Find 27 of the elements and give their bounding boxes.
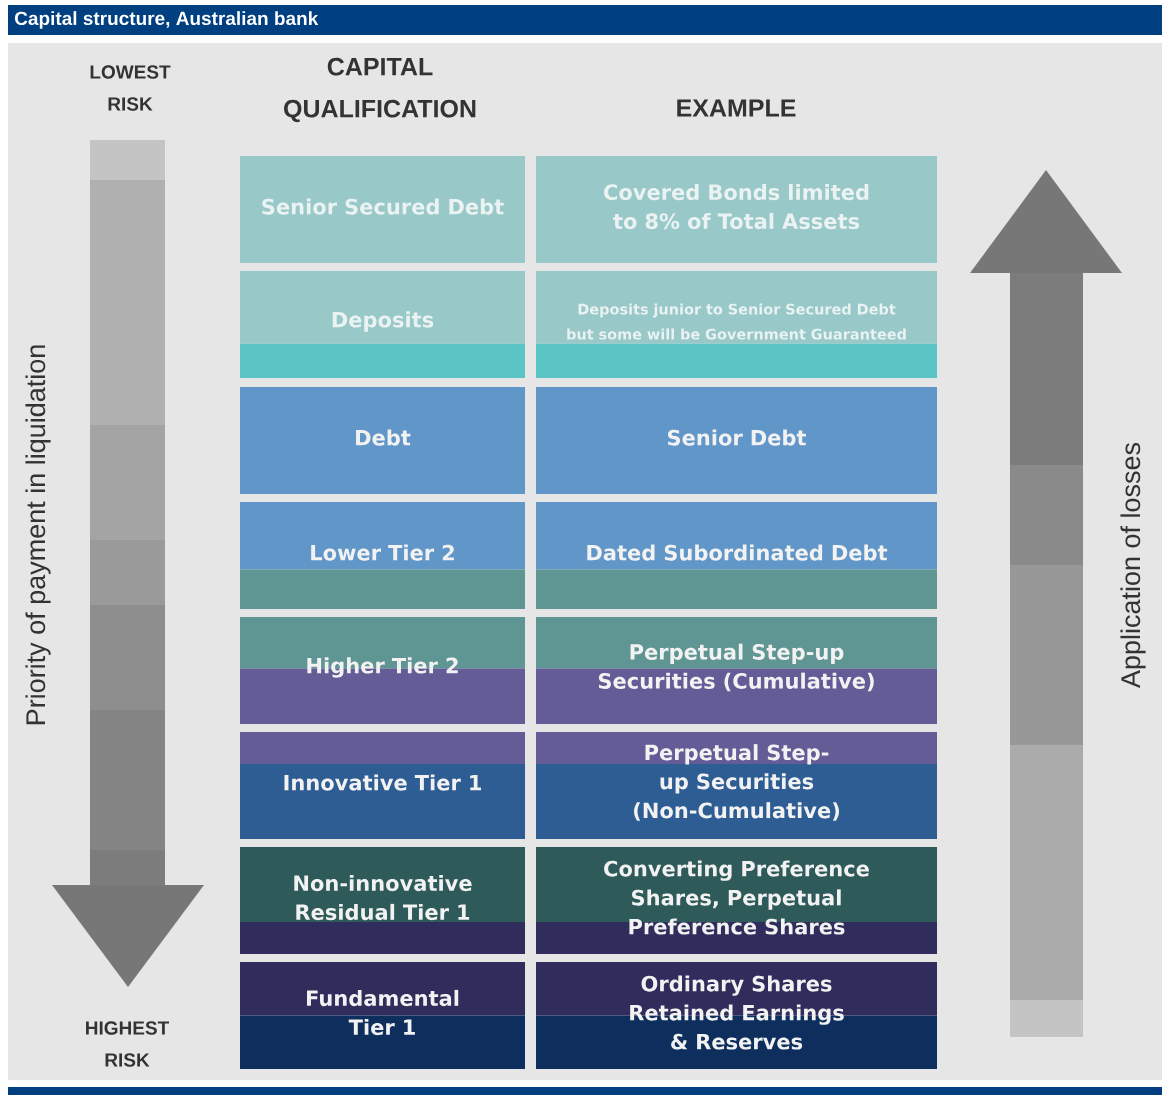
example-box: Senior Debt bbox=[536, 387, 937, 494]
tier-box: Debt bbox=[240, 387, 525, 494]
tier-box: Fundamental Tier 1 bbox=[240, 962, 525, 1069]
example-box: Converting Preference Shares, Perpetual Preference Shares bbox=[536, 847, 937, 954]
tier-box: Senior Secured Debt bbox=[240, 156, 525, 263]
column-heading: LOWEST RISK bbox=[90, 65, 171, 111]
tier-box: Higher Tier 2 bbox=[240, 617, 525, 724]
tier-box: Non-innovative Residual Tier 1 bbox=[240, 847, 525, 954]
node-label: Perpetual Step-up bbox=[630, 643, 844, 664]
tier-box: Innovative Tier 1 bbox=[240, 732, 525, 839]
column-heading: HIGHEST RISK bbox=[86, 1021, 170, 1067]
example-box: Perpetual Step-up Securities (Cumulative) bbox=[536, 617, 937, 724]
tier-box: Deposits bbox=[240, 271, 525, 378]
node-label: Tier 1 bbox=[348, 1018, 415, 1036]
title-bar: Capital structure, Australian bank bbox=[8, 5, 1162, 35]
node-label: & Reserves bbox=[671, 1033, 803, 1050]
example-box: Deposits junior to Senior Secured Debt but some will be Government Guaranteed bbox=[536, 271, 937, 378]
tier-box: Lower Tier 2 bbox=[240, 502, 525, 609]
example-box: Covered Bonds limited to 8% of Total Assets bbox=[536, 156, 937, 263]
example-box: Ordinary Shares Retained Earnings & Reserves bbox=[536, 962, 937, 1069]
axis-label: Application of losses bbox=[1120, 442, 1146, 688]
axis-label: Priority of payment in liquidation bbox=[25, 345, 51, 725]
node-label: Perpetual Step- bbox=[645, 744, 829, 765]
example-box: Perpetual Step-up Securities (Non-Cumulative) bbox=[536, 732, 937, 839]
column-heading: EXAMPLE bbox=[677, 99, 796, 117]
example-box: Dated Subordinated Debt bbox=[536, 502, 937, 609]
column-heading: CAPITAL QUALIFICATION bbox=[284, 57, 476, 123]
